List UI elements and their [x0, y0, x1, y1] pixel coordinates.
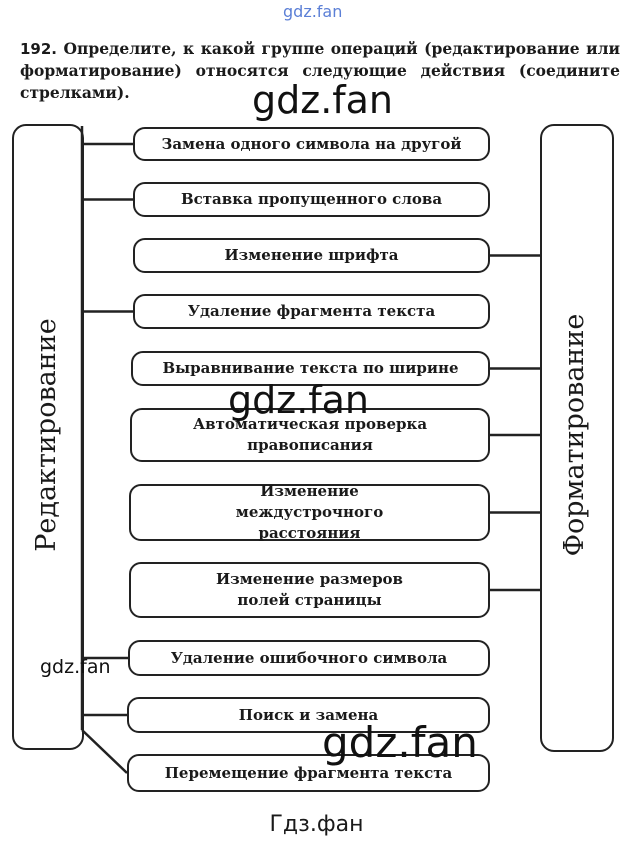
operation-box[interactable]: Удаление ошибочного символа: [128, 640, 490, 676]
operation-box[interactable]: Изменение шрифта: [133, 238, 490, 273]
operation-box[interactable]: Перемещение фрагмента текста: [127, 754, 490, 792]
operation-box[interactable]: Автоматическая проверка правописания: [130, 408, 490, 462]
group-editing: [12, 124, 84, 750]
operation-box[interactable]: Изменение междустрочного расстояния: [129, 482, 490, 542]
footer-text: Гдз.фан: [269, 812, 364, 837]
operation-box[interactable]: Поиск и замена: [127, 697, 490, 733]
watermark: gdz.fan: [228, 378, 370, 422]
task-text: 192. Определите, к какой группе операций…: [20, 38, 620, 104]
watermark: gdz.fan: [322, 718, 478, 767]
group-formatting-label: Форматирование: [559, 313, 590, 557]
operation-box[interactable]: Выравнивание текста по ширине: [131, 351, 490, 386]
operation-box[interactable]: Вставка пропущенного слова: [133, 182, 490, 217]
task-statement: Определите, к какой группе операций (ред…: [20, 39, 620, 102]
task-number: 192.: [20, 40, 58, 58]
operation-box[interactable]: Удаление фрагмента текста: [133, 294, 490, 329]
group-editing-label: Редактирование: [31, 318, 62, 552]
connector-line: [81, 729, 128, 774]
operation-box[interactable]: Изменение размеров полей страницы: [129, 562, 490, 618]
group-formatting: [540, 124, 614, 752]
watermark: gdz.fan: [40, 656, 111, 678]
watermark-top: gdz.fan: [283, 2, 343, 21]
operation-box[interactable]: Замена одного символа на другой: [133, 127, 490, 161]
watermark: gdz.fan: [252, 78, 394, 122]
